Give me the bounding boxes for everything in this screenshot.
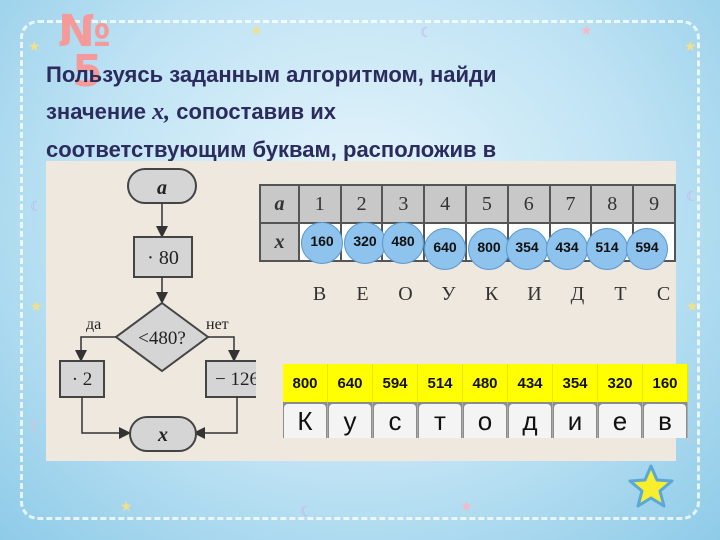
- letter-label: У: [441, 283, 456, 305]
- star-icon[interactable]: [628, 464, 674, 514]
- answer-letter-cell[interactable]: у: [327, 402, 373, 438]
- answer-bubble[interactable]: 354: [506, 228, 548, 270]
- row-label-a: a: [259, 184, 300, 224]
- answer-bubble[interactable]: 160: [301, 222, 343, 264]
- answer-letter-cell[interactable]: с: [372, 402, 418, 438]
- answer-number: 640: [327, 364, 373, 402]
- answer-number: 160: [642, 364, 688, 402]
- flow-no-op-label: − 126: [215, 369, 256, 390]
- a-cell: 1: [297, 184, 342, 224]
- answer-letter-cell[interactable]: е: [597, 402, 643, 438]
- answer-letter: с: [374, 404, 416, 438]
- answer-letter-cell[interactable]: и: [552, 402, 598, 438]
- letter-label: О: [398, 283, 413, 305]
- flow-end-label: x: [157, 424, 168, 446]
- star-icon: ★: [460, 499, 473, 515]
- answer-letter-cell[interactable]: в: [642, 402, 688, 438]
- a-cell: 6: [506, 184, 551, 224]
- a-cell: 4: [423, 184, 468, 224]
- flow-multiply-label: · 80: [147, 247, 179, 269]
- answer-letter-cell[interactable]: о: [462, 402, 508, 438]
- flow-start-label: a: [157, 177, 167, 199]
- task-text: Пользуясь заданным алгоритмом, найди зна…: [46, 56, 686, 168]
- star-icon: ★: [580, 23, 593, 39]
- star-icon: ★: [28, 39, 41, 55]
- answer-letter: и: [554, 404, 596, 438]
- a-cell: 7: [548, 184, 593, 224]
- variable-x: x,: [152, 99, 171, 125]
- star-icon: ★: [120, 499, 133, 515]
- answer-bubble[interactable]: 434: [546, 228, 588, 270]
- a-cell: 9: [632, 184, 676, 224]
- answer-letter-cell[interactable]: К: [283, 402, 328, 438]
- flow-condition: [114, 301, 210, 373]
- answer-bubble[interactable]: 800: [468, 228, 510, 270]
- letter-label: Д: [570, 283, 585, 305]
- a-cell: 8: [590, 184, 635, 224]
- answer-letter-cell[interactable]: т: [417, 402, 463, 438]
- answer-bubble[interactable]: 480: [382, 222, 424, 264]
- slide-frame: [20, 20, 700, 520]
- answer-letter: е: [599, 404, 641, 438]
- answer-number: 800: [283, 364, 328, 402]
- answer-number: 354: [552, 364, 598, 402]
- flow-yes-op-label: · 2: [72, 369, 93, 390]
- star-icon: ★: [686, 299, 699, 315]
- number-value: 5: [72, 45, 103, 97]
- task-line-2: значение x, сопоставив их: [46, 99, 337, 125]
- moon-icon: ☾: [420, 25, 433, 41]
- flow-condition-label: <480?: [138, 328, 186, 349]
- a-cell: 5: [465, 184, 509, 224]
- flow-no-label: нет: [206, 316, 229, 333]
- letter-label: Е: [356, 283, 369, 305]
- star-icon: ★: [250, 23, 263, 39]
- a-cell: 3: [381, 184, 426, 224]
- moon-icon: ☾: [30, 199, 43, 215]
- task-number: № 5: [58, 10, 111, 97]
- flow-multiply: [133, 236, 193, 278]
- a-cell: 2: [339, 184, 384, 224]
- answer-table: 800 640 594 514 480 434 354 320 160 К у …: [283, 364, 688, 438]
- answer-letter: д: [509, 404, 551, 438]
- answer-letter: К: [284, 404, 326, 438]
- answer-bubble[interactable]: 320: [344, 222, 386, 264]
- answer-letter: т: [419, 404, 461, 438]
- answer-bubble[interactable]: 640: [424, 228, 466, 270]
- answer-bubble[interactable]: 514: [586, 228, 628, 270]
- letter-label: С: [656, 283, 671, 305]
- star-icon: ★: [30, 299, 43, 315]
- task-line-1: Пользуясь заданным алгоритмом, найди: [46, 62, 497, 87]
- answer-numbers-row: 800 640 594 514 480 434 354 320 160: [283, 364, 688, 402]
- flow-yes-label: да: [86, 316, 101, 333]
- answer-letter: о: [464, 404, 506, 438]
- letter-label: Т: [614, 283, 627, 305]
- answer-number: 320: [597, 364, 643, 402]
- moon-icon: ☾: [686, 189, 699, 205]
- letter-label: К: [484, 283, 499, 305]
- answer-number: 480: [462, 364, 508, 402]
- number-sign: №: [58, 6, 111, 57]
- flow-yes-op: [59, 360, 105, 398]
- moon-icon: ☾: [30, 419, 43, 435]
- answer-letters-row: К у с т о д и е в: [283, 402, 688, 438]
- answer-number: 514: [417, 364, 463, 402]
- letter-label: В: [312, 283, 327, 305]
- letter-label: И: [527, 283, 542, 305]
- answer-letter: у: [329, 404, 371, 438]
- answer-bubble[interactable]: 594: [626, 228, 668, 270]
- answer-letter-cell[interactable]: д: [507, 402, 553, 438]
- table-row-a: a 1 2 3 4 5 6 7 8 9: [259, 184, 676, 224]
- answer-number: 434: [507, 364, 553, 402]
- star-icon: ★: [684, 39, 697, 55]
- answer-number: 594: [372, 364, 418, 402]
- row-label-x: x: [259, 222, 300, 262]
- flow-end: [129, 416, 197, 452]
- task-line-3: соответствующим буквам, расположив в: [46, 137, 497, 162]
- moon-icon: ☾: [300, 504, 313, 520]
- answer-letter: в: [644, 404, 686, 438]
